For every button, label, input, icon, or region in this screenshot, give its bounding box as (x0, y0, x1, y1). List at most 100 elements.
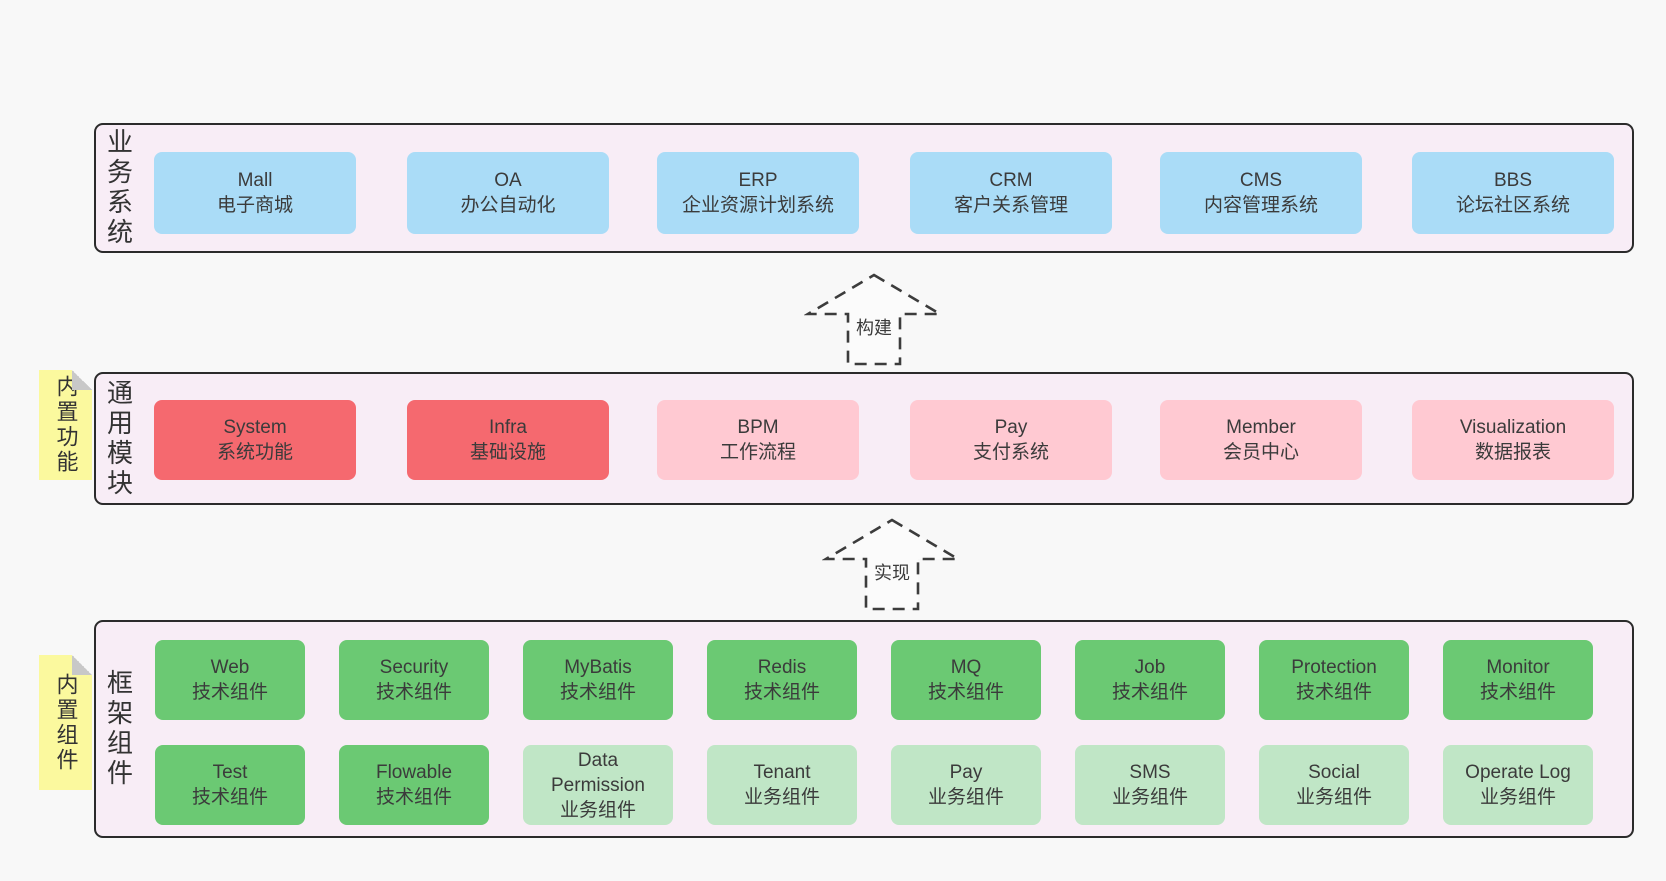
folded-corner-icon (72, 370, 92, 390)
folded-corner-icon (72, 655, 92, 675)
box-title: Web (210, 657, 250, 678)
builtin-features-note: 内置功能 (39, 370, 92, 480)
box-system: System 系统功能 (154, 400, 356, 480)
box-data-permission: Data Permission 业务组件 (523, 745, 673, 825)
box-title: Data Permission (551, 749, 645, 796)
box-visualization: Visualization 数据报表 (1412, 400, 1614, 480)
build-arrow: 构建 (804, 272, 944, 367)
box-protection: Protection 技术组件 (1259, 640, 1409, 720)
box-title: Tenant (753, 762, 811, 783)
common-modules-panel: 通用模块 System 系统功能 Infra 基础设施 BPM 工作流程 Pay… (94, 372, 1634, 505)
box-mq: MQ 技术组件 (891, 640, 1041, 720)
box-title: CRM (989, 170, 1033, 191)
box-member: Member 会员中心 (1160, 400, 1362, 480)
box-subtitle: 业务组件 (927, 787, 1004, 808)
box-subtitle: 内容管理系统 (1203, 195, 1318, 216)
builtin-components-note: 内置组件 (39, 655, 92, 790)
business-systems-label: 业务系统 (103, 128, 134, 248)
box-title: Pay (994, 417, 1028, 438)
box-monitor: Monitor 技术组件 (1443, 640, 1593, 720)
box-bbs: BBS 论坛社区系统 (1412, 152, 1614, 234)
implement-arrow-label: 实现 (870, 558, 914, 586)
box-flowable: Flowable 技术组件 (339, 745, 489, 825)
box-security: Security 技术组件 (339, 640, 489, 720)
box-subtitle: 客户关系管理 (953, 195, 1068, 216)
box-test: Test 技术组件 (155, 745, 305, 825)
box-subtitle: 企业资源计划系统 (681, 195, 834, 216)
business-systems-panel: 业务系统 Mall 电子商城 OA 办公自动化 ERP 企业资源计划系统 CRM… (94, 123, 1634, 253)
box-title: Infra (488, 417, 528, 438)
implement-arrow: 实现 (822, 517, 962, 612)
box-subtitle: 工作流程 (719, 442, 796, 463)
box-subtitle: 数据报表 (1474, 442, 1551, 463)
box-title: MyBatis (564, 657, 632, 678)
box-subtitle: 技术组件 (1111, 682, 1188, 703)
box-subtitle: 技术组件 (1295, 682, 1372, 703)
box-subtitle: 支付系统 (972, 442, 1049, 463)
box-subtitle: 技术组件 (559, 682, 636, 703)
box-job: Job 技术组件 (1075, 640, 1225, 720)
box-subtitle: 系统功能 (216, 442, 293, 463)
box-subtitle: 办公自动化 (460, 195, 556, 216)
common-modules-label: 通用模块 (103, 378, 134, 499)
box-pay-module: Pay 支付系统 (910, 400, 1112, 480)
box-subtitle: 业务组件 (743, 787, 820, 808)
box-title: Protection (1291, 657, 1377, 678)
box-title: Pay (949, 762, 983, 783)
box-subtitle: 业务组件 (1479, 787, 1556, 808)
box-subtitle: 论坛社区系统 (1455, 195, 1570, 216)
box-subtitle: 技术组件 (191, 682, 268, 703)
box-tenant: Tenant 业务组件 (707, 745, 857, 825)
box-title: Visualization (1459, 417, 1567, 438)
box-bpm: BPM 工作流程 (657, 400, 859, 480)
box-mybatis: MyBatis 技术组件 (523, 640, 673, 720)
box-title: Monitor (1486, 657, 1550, 678)
framework-components-label: 框架组件 (103, 669, 134, 789)
builtin-features-note-text: 内置功能 (53, 375, 79, 475)
box-subtitle: 业务组件 (559, 799, 636, 821)
box-title: Security (379, 657, 449, 678)
box-sms: SMS 业务组件 (1075, 745, 1225, 825)
box-title: SMS (1129, 762, 1171, 783)
box-title: MQ (950, 657, 982, 678)
box-subtitle: 技术组件 (743, 682, 820, 703)
box-web: Web 技术组件 (155, 640, 305, 720)
box-subtitle: 会员中心 (1222, 442, 1299, 463)
builtin-components-note-text: 内置组件 (53, 672, 79, 773)
box-title: CMS (1239, 170, 1283, 191)
box-title: Social (1308, 762, 1360, 783)
box-operate-log: Operate Log 业务组件 (1443, 745, 1593, 825)
box-crm: CRM 客户关系管理 (910, 152, 1112, 234)
box-subtitle: 基础设施 (469, 442, 546, 463)
build-arrow-label: 构建 (852, 313, 896, 341)
box-cms: CMS 内容管理系统 (1160, 152, 1362, 234)
box-title: System (223, 417, 287, 438)
box-title: Job (1134, 657, 1166, 678)
box-subtitle: 技术组件 (375, 787, 452, 808)
box-subtitle: 技术组件 (927, 682, 1004, 703)
framework-components-panel: 框架组件 Web 技术组件 Security 技术组件 MyBatis 技术组件… (94, 620, 1634, 838)
box-infra: Infra 基础设施 (407, 400, 609, 480)
box-mall: Mall 电子商城 (154, 152, 356, 234)
box-title: Operate Log (1465, 762, 1571, 783)
box-redis: Redis 技术组件 (707, 640, 857, 720)
box-subtitle: 业务组件 (1111, 787, 1188, 808)
box-title: Member (1226, 417, 1296, 438)
box-oa: OA 办公自动化 (407, 152, 609, 234)
box-title: ERP (738, 170, 778, 191)
box-title: Test (212, 762, 248, 783)
box-subtitle: 业务组件 (1295, 787, 1372, 808)
box-subtitle: 电子商城 (216, 195, 293, 216)
box-title: BBS (1493, 170, 1533, 191)
box-title: OA (494, 170, 522, 191)
box-erp: ERP 企业资源计划系统 (657, 152, 859, 234)
box-pay-component: Pay 业务组件 (891, 745, 1041, 825)
box-title: Redis (757, 657, 807, 678)
box-subtitle: 技术组件 (191, 787, 268, 808)
box-subtitle: 技术组件 (1479, 682, 1556, 703)
box-subtitle: 技术组件 (375, 682, 452, 703)
box-title: Mall (237, 170, 273, 191)
box-social: Social 业务组件 (1259, 745, 1409, 825)
box-title: Flowable (375, 762, 453, 783)
